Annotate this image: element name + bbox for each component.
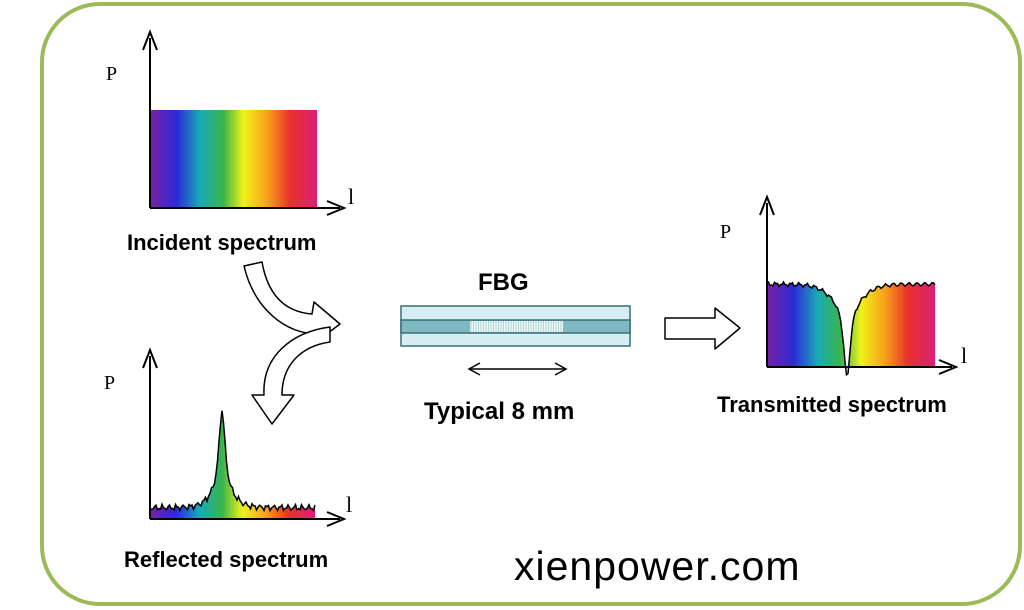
- reflected-spectrum-curve: [149, 410, 316, 513]
- reflected-y-label: P: [104, 372, 115, 394]
- transmitted-y-arrowhead: [759, 194, 775, 216]
- watermark-text: xienpower.com: [514, 543, 800, 589]
- double-arrow-icon: [467, 362, 568, 376]
- bragg-grating: [470, 321, 563, 332]
- reflected-x-label: l: [346, 492, 352, 517]
- reflected-spectrum-label: Reflected spectrum: [124, 547, 328, 572]
- curved-arrow-icon: [251, 326, 331, 425]
- transmitted-spectrum-label: Transmitted spectrum: [717, 392, 947, 417]
- reflected-x-arrowhead: [326, 511, 347, 527]
- fbg-fiber: FBG Typical 8 mm: [400, 269, 631, 425]
- incident-x-label: l: [348, 184, 354, 209]
- transmitted-spectrum-curve: [766, 280, 936, 377]
- incident-y-label: P: [106, 63, 117, 85]
- incident-spectrum-label: Incident spectrum: [127, 230, 316, 255]
- fbg-length-label: Typical 8 mm: [424, 398, 574, 425]
- incident-spectrum-band: [150, 110, 317, 208]
- reflected-y-arrowhead: [142, 347, 158, 369]
- transmitted-x-label: l: [961, 343, 967, 368]
- transmitted-x-arrowhead: [938, 359, 959, 375]
- fbg-title: FBG: [478, 269, 529, 296]
- transmitted-y-label: P: [720, 221, 731, 243]
- block-arrow-right-icon: [664, 307, 741, 350]
- grating-region: [470, 321, 563, 332]
- incident-x-arrowhead: [326, 200, 347, 216]
- incident-spectrum-plot: P l Incident spectrum: [106, 29, 354, 255]
- incident-y-arrowhead: [142, 29, 158, 51]
